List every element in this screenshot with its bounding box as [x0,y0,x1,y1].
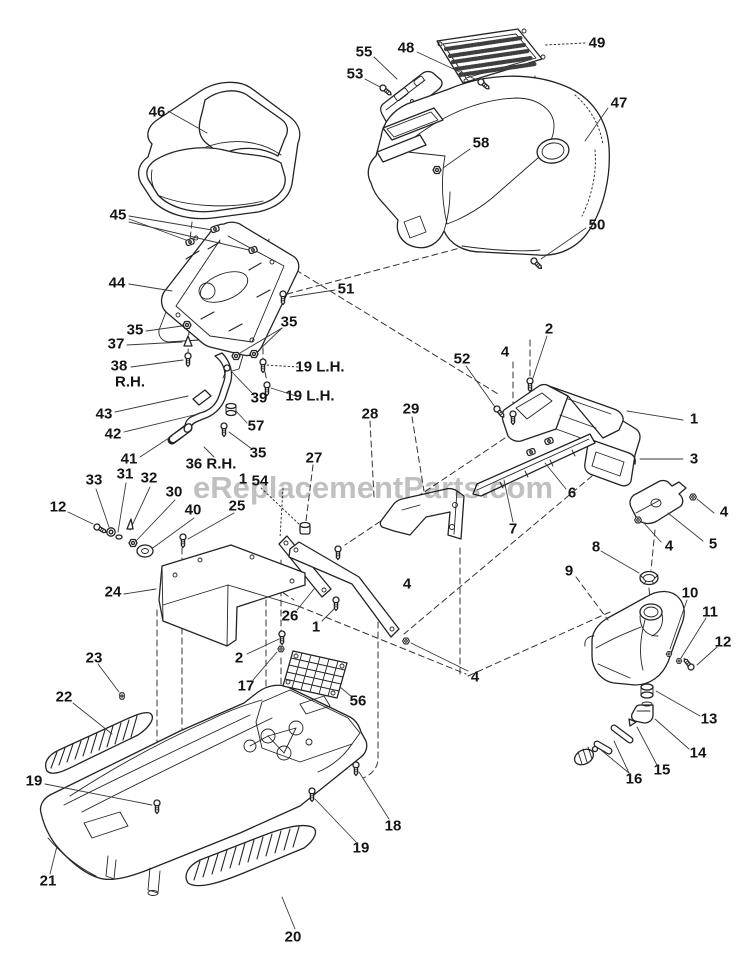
part-number-label: 4 [664,537,674,555]
seat-straps [278,521,400,638]
foot-pad-right [185,824,317,887]
part-number-label: 47 [610,94,628,112]
part-number-label: 49 [588,34,606,52]
part-number-label: 1 [311,618,321,636]
support-box [158,544,306,647]
leader-lines-layer [44,42,718,930]
part-number-label: 43 [95,405,113,423]
part-number-label: 4 [719,503,729,521]
part-number-label: 19 [352,839,370,857]
part-number-label: 11 [702,603,718,621]
part-number-label: 9 [564,562,574,580]
fuel-cap [639,570,659,586]
part-number-label: 1 [238,470,248,488]
part-number-label: 44 [108,274,126,292]
chassis [39,684,368,896]
part-number-label: 54 [251,472,269,490]
part-number-label: 6 [567,484,577,502]
part-number-label: 21 [39,872,57,890]
part-number-label: R.H. [115,373,145,391]
support-bracket [379,487,465,540]
part-number-label: 2 [234,649,244,667]
pin-fastener [126,518,134,530]
part-number-label: 3 [689,450,699,468]
slide-rail [472,433,596,497]
part-number-label: 52 [453,350,471,368]
part-number-label: 31 [116,465,134,483]
part-number-label: 42 [104,425,122,443]
part-number-label: 39 [250,389,268,407]
part-number-label: 25 [228,497,246,515]
part-number-label: 10 [681,584,699,602]
seat-pan [158,221,300,374]
part-number-label: 5 [708,535,718,553]
part-number-label: 12 [714,633,732,651]
part-number-label: 17 [237,677,255,695]
part-number-label: 4 [470,668,480,686]
part-number-label: 50 [588,216,606,234]
part-number-label: 24 [104,583,122,601]
part-number-label: 14 [689,744,707,762]
part-number-label: 35 [126,321,144,339]
part-number-label: 2 [544,320,554,338]
grille-panel [436,28,546,84]
part-number-label: 51 [337,280,355,298]
part-number-label: 35 [280,313,298,331]
part-number-label: 40 [184,501,202,519]
part-number-label: 45 [109,206,127,224]
part-number-label: 26 [281,607,299,625]
part-number-label: 36 R.H. [185,455,237,473]
fuel-tank [584,590,685,686]
part-number-label: 41 [120,450,138,468]
fuel-fittings [573,683,654,766]
part-number-label: 19 L.H. [295,358,345,376]
part-number-label: 18 [384,817,402,835]
part-number-label: 55 [355,43,373,61]
part-number-label: 1 [689,410,699,428]
foot-pad-left [44,711,153,774]
part-number-label: 53 [346,65,364,83]
adjuster-lever [167,352,237,445]
part-number-label: 30 [165,483,183,501]
part-number-label: 4 [402,575,412,593]
part-number-label: 16 [625,770,643,788]
part-number-label: 23 [85,649,103,667]
part-number-label: 35 [249,444,267,462]
part-number-label: 19 L.H. [285,387,335,405]
part-number-label: 12 [49,498,67,516]
part-number-label: 37 [107,335,125,353]
part-number-label: 29 [402,400,420,418]
part-number-label: 19 [25,772,43,790]
part-number-label: 8 [591,538,601,556]
part-number-label: 38 [110,357,128,375]
part-number-label: 13 [700,710,718,728]
part-number-label: 15 [653,761,671,779]
part-number-label: 20 [284,928,302,946]
part-number-label: 32 [140,469,158,487]
grid-plate [282,650,348,699]
cone-fastener [183,335,193,347]
fender-console [367,75,610,256]
latch-plate [629,479,687,525]
part-number-label: 56 [349,692,367,710]
part-number-label: 48 [397,39,415,57]
seat-cushion [137,81,301,220]
part-number-label: 4 [500,343,510,361]
part-number-label: 58 [472,134,490,152]
part-number-label: 27 [305,449,323,467]
part-number-label: 33 [85,471,103,489]
part-number-label: 22 [55,688,73,706]
fasteners-layer [92,77,697,815]
part-number-label: 28 [361,405,379,423]
seat-bracket [501,383,641,487]
parts-layer [39,28,687,896]
part-number-label: 57 [247,417,265,435]
part-number-label: 46 [148,103,166,121]
part-number-label: 7 [508,520,518,538]
